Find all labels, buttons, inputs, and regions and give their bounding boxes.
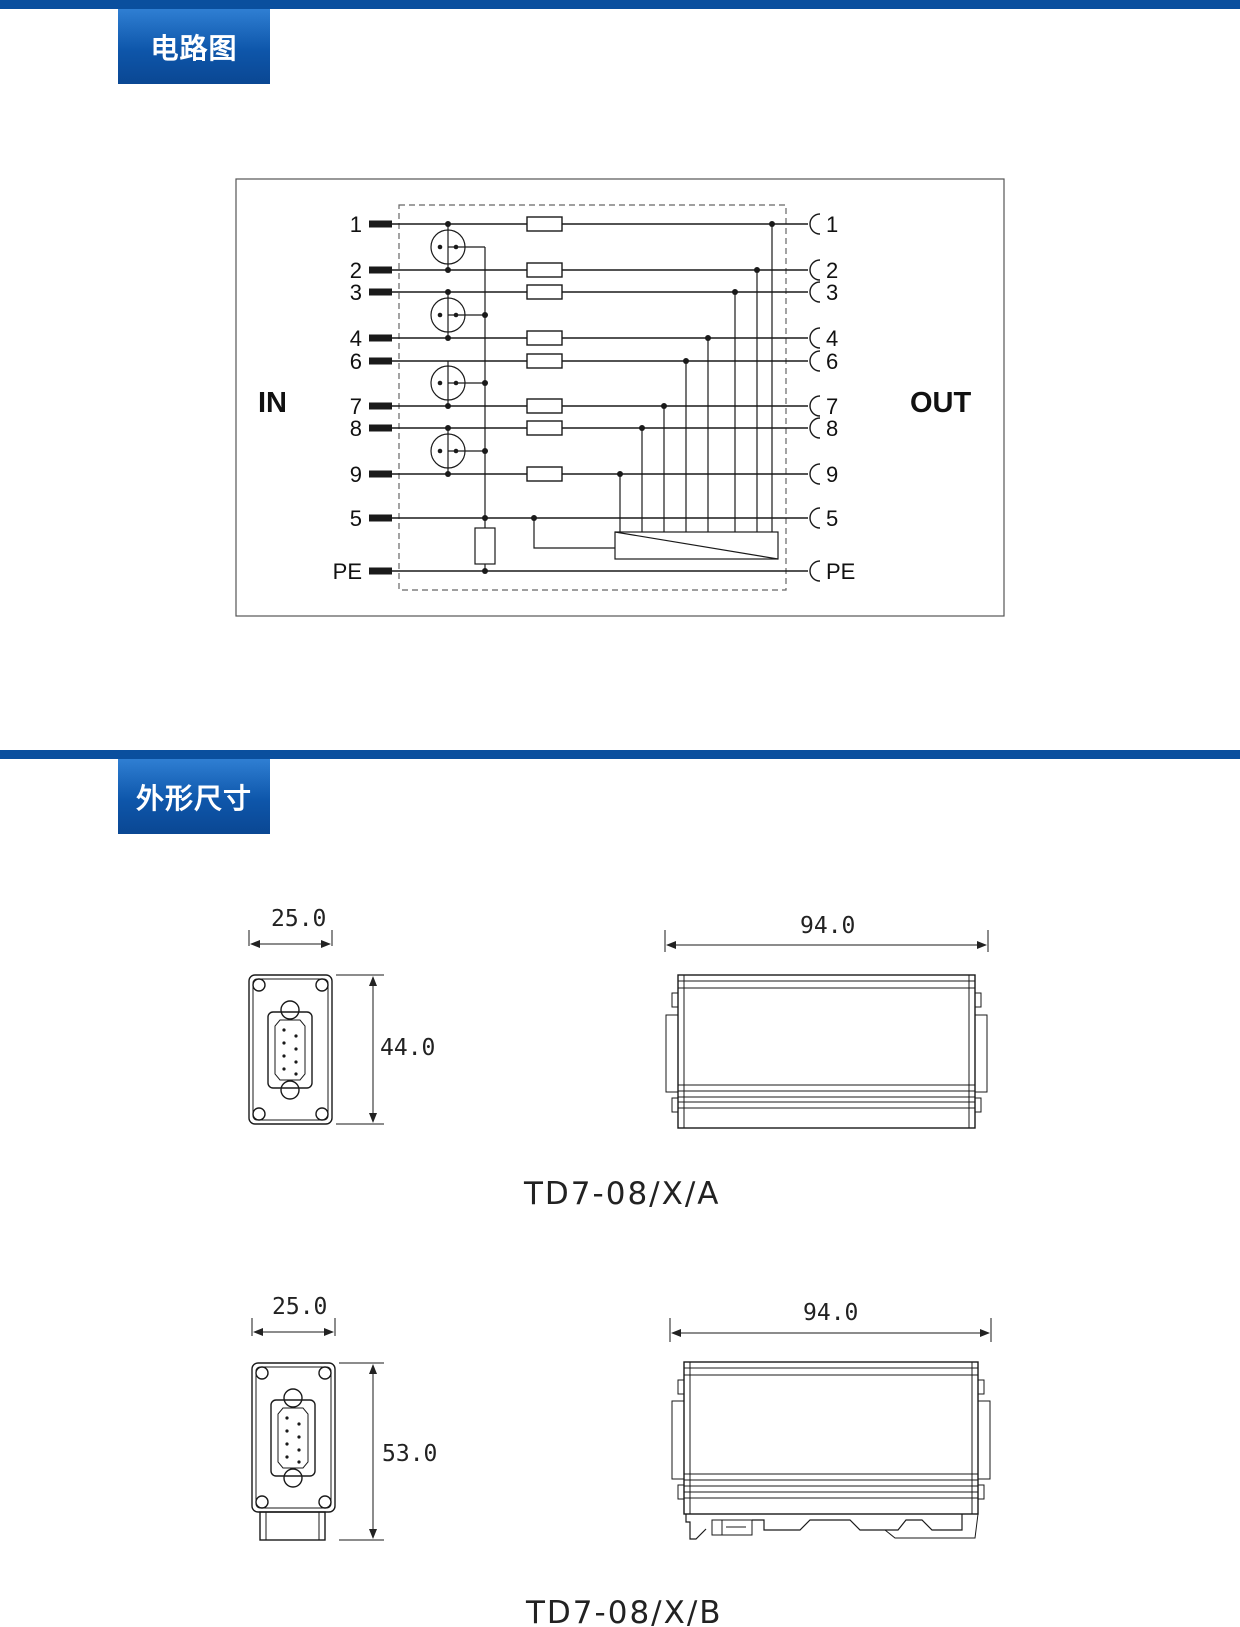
pin-label-left: 2 [350, 258, 362, 283]
section-divider-circuit [0, 0, 1240, 9]
tvs-array [533, 224, 779, 560]
pin-label-right: 8 [826, 416, 838, 441]
model-a-front-view [248, 930, 384, 1125]
pin-label-right: 5 [826, 506, 838, 531]
pin-label-left: 1 [350, 212, 362, 237]
series-resistor [526, 284, 563, 300]
output-terminal [809, 350, 821, 372]
series-resistor [526, 353, 563, 369]
pin-rows [369, 213, 821, 582]
input-terminal [369, 266, 392, 274]
model-a-height-label: 44.0 [380, 1035, 435, 1061]
series-resistor [526, 398, 563, 414]
pin-label-left: 6 [350, 349, 362, 374]
model-b-length-label: 94.0 [803, 1300, 858, 1326]
output-terminal [809, 281, 821, 303]
ground-protection [474, 518, 496, 571]
input-terminal [369, 334, 392, 342]
in-label: IN [258, 387, 287, 419]
pin-label-left: 8 [350, 416, 362, 441]
section-divider-dimensions [0, 750, 1240, 759]
output-terminal [809, 327, 821, 349]
pin-label-right: 2 [826, 258, 838, 283]
series-resistor [526, 330, 563, 346]
series-resistor [526, 420, 563, 436]
output-terminal [809, 259, 821, 281]
pin-label-left: PE [333, 559, 362, 584]
model-b-front-view [251, 1318, 384, 1541]
input-terminal [369, 470, 392, 478]
model-a-side-view [664, 930, 989, 1129]
pin-label-left: 3 [350, 280, 362, 305]
series-resistor [526, 262, 563, 278]
pin-label-right: 4 [826, 326, 838, 351]
device-boundary [398, 204, 787, 591]
output-terminal [809, 560, 821, 582]
model-b-side-view [669, 1318, 992, 1540]
pin-label-right: PE [826, 559, 855, 584]
series-resistor [526, 216, 563, 232]
output-terminal [809, 507, 821, 529]
series-resistor [526, 466, 563, 482]
dimension-drawings: 25.0 44.0 94.0 TD7-08/X/A [248, 906, 992, 1627]
model-b-height-label: 53.0 [382, 1441, 437, 1467]
pin-label-right: 9 [826, 462, 838, 487]
input-terminal [369, 357, 392, 365]
model-a-length-label: 94.0 [800, 913, 855, 939]
pin-label-right: 3 [826, 280, 838, 305]
input-terminal [369, 402, 392, 410]
out-label: OUT [910, 387, 972, 419]
output-terminal [809, 463, 821, 485]
model-a-name: TD7-08/X/A [523, 1176, 721, 1212]
section-title-circuit: 电路图 [118, 9, 270, 84]
output-terminal [809, 417, 821, 439]
model-b-name: TD7-08/X/B [525, 1595, 723, 1627]
diagram-frame [235, 178, 1005, 617]
section-title-dimensions: 外形尺寸 [118, 759, 270, 834]
input-terminal [369, 424, 392, 432]
pin-label-left: 4 [350, 326, 362, 351]
model-b-width-label: 25.0 [272, 1294, 327, 1320]
pin-label-left: 5 [350, 506, 362, 531]
input-terminal [369, 514, 392, 522]
output-terminal [809, 395, 821, 417]
model-a-width-label: 25.0 [271, 906, 326, 932]
pin-label-left: 9 [350, 462, 362, 487]
pin-label-left: 7 [350, 394, 362, 419]
pin-label-right: 6 [826, 349, 838, 374]
input-terminal [369, 288, 392, 296]
input-terminal [369, 567, 392, 575]
pin-label-right: 7 [826, 394, 838, 419]
input-terminal [369, 220, 392, 228]
pin-label-right: 1 [826, 212, 838, 237]
output-terminal [809, 213, 821, 235]
